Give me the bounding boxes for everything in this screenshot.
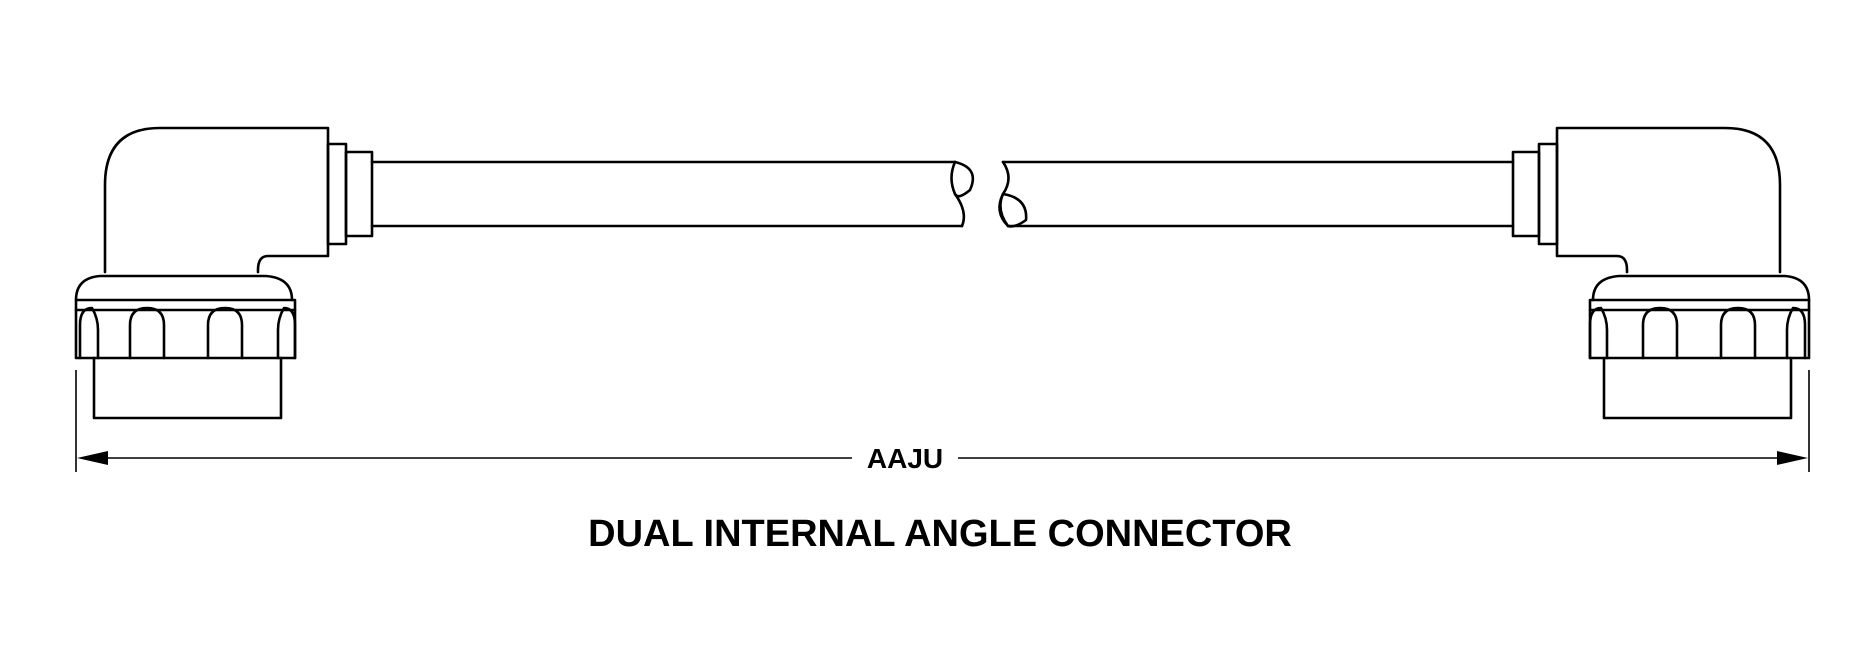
cable-right-segment <box>998 160 1515 228</box>
diagram-caption: DUAL INTERNAL ANGLE CONNECTOR <box>588 513 1292 555</box>
dimension-label: AAJU <box>867 443 943 474</box>
left-angle-connector <box>74 126 374 420</box>
overall-length-dimension: AAJU <box>75 370 1810 474</box>
dimension-arrow-right <box>1777 451 1808 465</box>
cable-left-segment <box>370 160 975 228</box>
dimension-arrow-left <box>77 451 108 465</box>
right-angle-connector <box>1511 126 1811 420</box>
